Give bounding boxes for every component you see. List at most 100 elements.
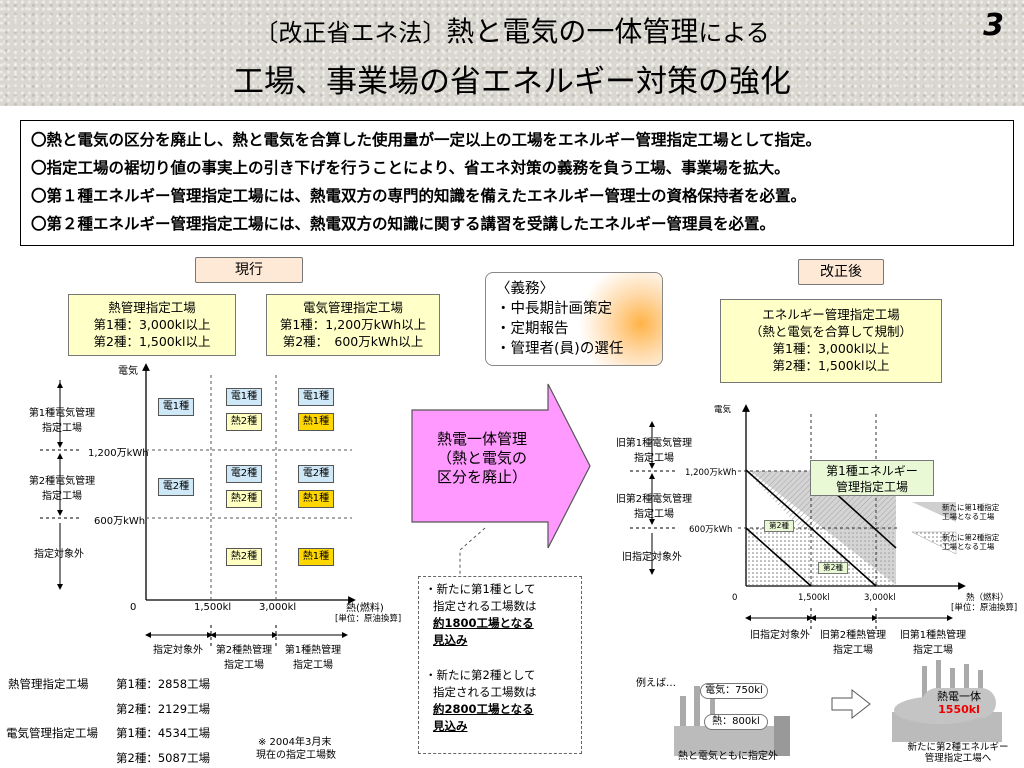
current-axis-y: 電気: [118, 366, 138, 377]
caption-line: 新たに第2種エネルギー: [907, 742, 1009, 753]
summary-line: 〇第１種エネルギー管理指定工場には、熱電双方の専門的知識を備えたエネルギー管理士…: [31, 187, 807, 205]
current-x-band: 指定対象外: [153, 645, 203, 656]
note-line: 指定される工場数は: [433, 685, 537, 699]
energy-box-line: エネルギー管理指定工場: [762, 307, 900, 322]
note-line: 見込み: [433, 633, 468, 647]
caption-line: 管理指定工場へ: [924, 753, 992, 764]
y-band-label: 旧第1種電気管理: [615, 438, 693, 449]
x-band-label: 第1種熱管理: [284, 645, 342, 656]
slide-title-line1: 〔改正省エネ法〕熱と電気の一体管理による: [0, 10, 1024, 50]
revised-axis-x: 熱（燃料）: [966, 593, 1009, 603]
summary-line: 〇指定工場の裾切り値の事実上の引き下げを行うことにより、省エネ対策の義務を負う工…: [31, 159, 790, 177]
current-x-band: 第2種熱管理 指定工場: [212, 641, 276, 671]
legend-new-type2: 新たに第2種指定 工場となる工場: [942, 533, 999, 551]
note-box: ・新たに第1種として 指定される工場数は 約1800工場となる 見込み ・新たに…: [418, 576, 582, 754]
x-band-label: 指定工場: [293, 660, 333, 671]
current-y-band: 第1種電気管理 指定工場: [24, 404, 100, 434]
arrow-line: 区分を廃止）: [436, 468, 527, 486]
count-heat-1: 第1種：2858工場: [116, 677, 211, 691]
energy-box-line: （熱と電気を合算して規制）: [749, 324, 913, 339]
note-line: 指定される工場数は: [433, 599, 537, 613]
revised-x-tick: 1,500kl: [798, 593, 830, 603]
y-band-label: 旧第2種電気管理: [615, 494, 693, 505]
example-combined: 熱電一体 1550kl: [922, 688, 996, 718]
elec-management-box: 電気管理指定工場 第1種：1,200万kWh以上 第2種： 600万kWh以上: [266, 294, 440, 356]
cell-elec2: 電2種: [158, 478, 194, 496]
current-chart-lines: [40, 363, 356, 647]
current-y-tick: 600万kWh: [94, 516, 146, 527]
revised-axis-x-unit: [単位：原油換算]: [951, 603, 1018, 613]
duties-box: 〈義務〉 ・中長期計画策定 ・定期報告 ・管理者(員)の選任: [485, 272, 663, 366]
cell-heat1: 熱1種: [298, 548, 334, 566]
note-line: 見込み: [433, 719, 468, 733]
x-band-label: 旧第2種熱管理: [819, 630, 887, 641]
summary-line: 〇熱と電気の区分を廃止し、熱と電気を合算した使用量が一定以上の工場をエネルギー管…: [31, 131, 822, 149]
y-band-label: 指定工場: [634, 509, 674, 520]
heat-box-title: 熱管理指定工場: [108, 300, 196, 315]
y-band-label: 指定工場: [42, 423, 82, 434]
elec-box-line: 第1種：1,200万kWh以上: [279, 317, 427, 332]
revised-tag: 改正後: [798, 259, 884, 285]
elec-box-line: 第2種： 600万kWh以上: [282, 334, 424, 349]
summary-box: 〇熱と電気の区分を廃止し、熱と電気を合算した使用量が一定以上の工場をエネルギー管…: [20, 120, 1014, 246]
x-band-label: 指定工場: [913, 645, 953, 656]
example-label: 例えば…: [636, 678, 676, 689]
heat-management-box: 熱管理指定工場 第1種：3,000kl以上 第2種：1,500kl以上: [68, 294, 236, 356]
revised-x-tick: 3,000kl: [864, 593, 896, 603]
title-tail: による: [698, 19, 770, 47]
arrow-text: 熱電一体管理 （熱と電気の 区分を廃止）: [412, 430, 552, 487]
legend-line: 工場となる工場: [942, 542, 995, 551]
example-left-caption: 熱と電気ともに指定外: [678, 751, 778, 762]
legend-line: 新たに第1種指定: [942, 503, 1000, 512]
current-x-band: 第1種熱管理 指定工場: [280, 641, 346, 671]
note-connector: [459, 527, 486, 576]
cell-heat2: 熱2種: [226, 490, 262, 508]
current-x-tick: 3,000kl: [259, 602, 297, 613]
duty-item: ・管理者(員)の選任: [496, 341, 624, 357]
legend-line: 新たに第2種指定: [942, 533, 1000, 542]
count-elec-1: 第1種：4534工場: [116, 726, 211, 740]
cell-elec1: 電1種: [226, 388, 262, 406]
energy-box-line: 第1種：3,000kl以上: [772, 341, 890, 356]
type1-box-line: 第1種エネルギー: [826, 464, 918, 478]
count-heat-2: 第2種：2129工場: [116, 702, 211, 716]
note-line: ・新たに第1種として: [425, 582, 536, 596]
revised-y-band: 旧指定対象外: [622, 552, 682, 563]
x-band-label: 第2種熱管理: [215, 645, 273, 656]
revised-x-band: 旧指定対象外: [750, 630, 810, 641]
heat-box-line: 第2種：1,500kl以上: [93, 334, 211, 349]
duty-item: ・定期報告: [496, 321, 569, 337]
y-band-label: 第1種電気管理: [28, 408, 96, 419]
count-note: 現在の指定工場数: [256, 750, 336, 761]
current-y-band: 指定対象外: [34, 549, 84, 560]
y-band-label: 指定工場: [42, 491, 82, 502]
legend-new-type1: 新たに第1種指定 工場となる工場: [942, 503, 999, 521]
main-arrow: [411, 383, 591, 549]
current-origin: 0: [130, 602, 137, 613]
type1-energy-box: 第1種エネルギー 管理指定工場: [810, 460, 934, 496]
energy-management-box: エネルギー管理指定工場 （熱と電気を合算して規制） 第1種：3,000kl以上 …: [720, 299, 942, 383]
slide-number: 3: [983, 8, 1004, 43]
slide-title-line2: 工場、事業場の省エネルギー対策の強化: [233, 64, 791, 100]
arrow-line: 熱電一体管理: [436, 430, 527, 448]
cell-elec1: 電1種: [298, 388, 334, 406]
current-tag: 現行: [195, 257, 303, 283]
count-heat-label: 熱管理指定工場: [8, 677, 89, 691]
cell-heat2: 熱2種: [226, 548, 262, 566]
current-x-tick: 1,500kl: [194, 602, 232, 613]
note-line: 約2800工場となる: [433, 702, 534, 716]
note-line: 約1800工場となる: [433, 616, 534, 630]
revised-x-band: 旧第1種熱管理 指定工場: [894, 626, 972, 656]
current-y-tick: 1,200万kWh: [88, 448, 149, 459]
y-band-label: 第2種電気管理: [28, 476, 96, 487]
cell-heat1: 熱1種: [298, 490, 334, 508]
cell-elec1: 電1種: [158, 398, 194, 416]
combined-value: 1550kl: [938, 703, 980, 716]
x-band-label: 指定工場: [833, 645, 873, 656]
summary-line: 〇第２種エネルギー管理指定工場には、熱電双方の知識に関する講習を受講したエネルギ…: [31, 215, 776, 233]
count-elec-2: 第2種：5087工場: [116, 751, 211, 765]
example-heat: 熱：800kl: [704, 714, 768, 730]
revised-y-tick: 600万kWh: [689, 525, 733, 535]
revised-origin: 0: [732, 593, 738, 603]
title-band: [0, 0, 1024, 106]
